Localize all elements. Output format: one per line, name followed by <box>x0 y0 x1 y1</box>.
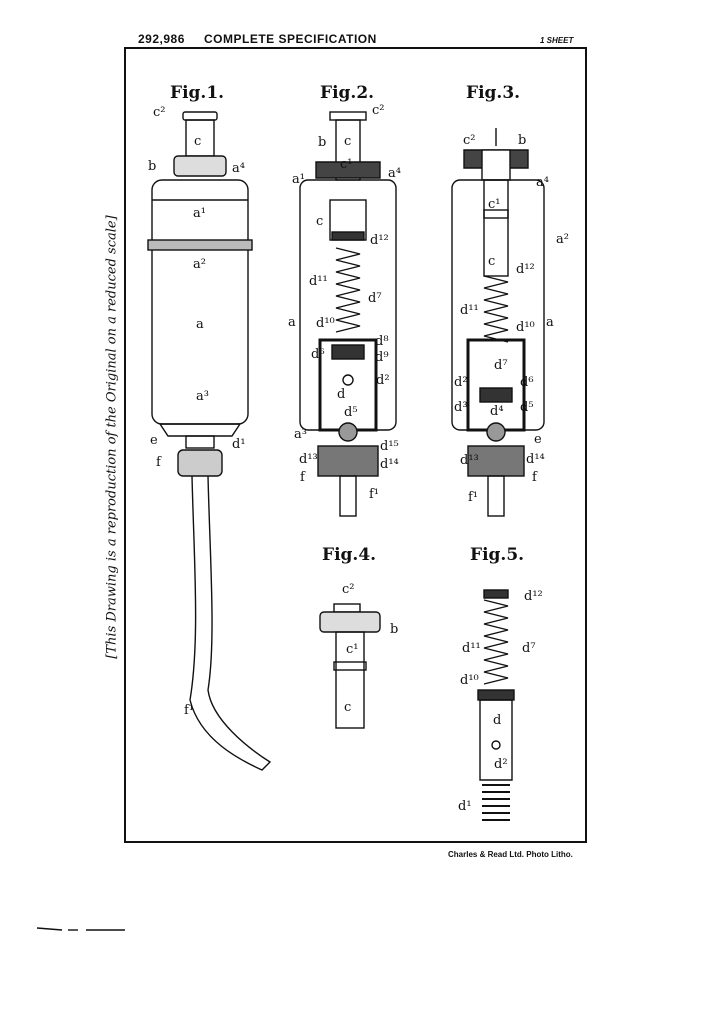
fig2-drawing <box>299 111 397 517</box>
reference-label: a¹ <box>292 172 305 187</box>
reference-label: c¹ <box>488 197 501 212</box>
figure-title: Fig.4. <box>322 545 376 565</box>
reference-label: c² <box>372 103 385 118</box>
reference-label: d² <box>454 375 468 390</box>
figure-title: Fig.1. <box>170 83 224 103</box>
printer-credit: Charles & Read Ltd. Photo Litho. <box>448 850 573 859</box>
reference-label: b <box>318 135 326 150</box>
reference-label: f¹ <box>184 703 194 718</box>
reference-label: f <box>532 470 538 485</box>
reference-label: c <box>316 214 323 229</box>
reference-label: a² <box>556 232 569 247</box>
reference-label: b <box>390 622 398 637</box>
reference-label: d¹² <box>524 589 543 604</box>
reference-label: d¹⁴ <box>526 452 545 467</box>
reference-label: d <box>337 387 345 402</box>
reference-label: d⁶ <box>520 375 534 390</box>
reference-label: c <box>344 700 351 715</box>
reference-label: d⁹ <box>375 350 389 365</box>
reference-label: d¹³ <box>299 452 318 467</box>
reference-label: d⁸ <box>375 334 389 349</box>
reference-label: d⁶ <box>311 347 325 362</box>
reference-label: d¹ <box>232 437 246 452</box>
reference-label: f¹ <box>468 490 478 505</box>
fig5-drawing <box>477 589 515 821</box>
reference-label: d¹¹ <box>309 274 328 289</box>
reference-label: d⁴ <box>490 404 504 419</box>
reference-label: a³ <box>196 389 209 404</box>
reference-label: d² <box>376 373 390 388</box>
reference-label: d¹⁰ <box>316 316 335 331</box>
reference-label: a³ <box>294 427 307 442</box>
reference-label: d⁵ <box>344 405 358 420</box>
fig1-drawing <box>147 111 272 771</box>
reference-label: c <box>488 254 495 269</box>
patent-number: 292,986 <box>138 32 185 46</box>
reference-label: d¹² <box>516 262 535 277</box>
reference-label: a <box>196 317 204 332</box>
reference-label: d¹⁰ <box>460 673 479 688</box>
figure-title: Fig.3. <box>466 83 520 103</box>
reference-label: f <box>300 470 306 485</box>
reference-label: c² <box>342 582 355 597</box>
reference-label: d¹ <box>458 799 472 814</box>
reference-label: d⁵ <box>520 400 534 415</box>
reference-label: f <box>156 455 162 470</box>
header-title: COMPLETE SPECIFICATION <box>204 32 377 46</box>
reference-label: e <box>150 433 158 448</box>
reference-label: d¹¹ <box>462 641 481 656</box>
reference-label: e <box>534 432 542 447</box>
reference-label: d¹² <box>370 233 389 248</box>
figure-title: Fig.2. <box>320 83 374 103</box>
reference-label: c <box>344 134 351 149</box>
reference-label: d⁷ <box>522 641 536 656</box>
reference-label: d⁷ <box>494 358 508 373</box>
reference-label: a⁴ <box>232 161 245 176</box>
reference-label: a <box>546 315 554 330</box>
reference-label: d³ <box>454 400 468 415</box>
reference-label: d¹⁴ <box>380 457 399 472</box>
reference-label: d⁷ <box>368 291 382 306</box>
reference-label: d <box>493 713 501 728</box>
reference-label: d¹⁵ <box>380 439 399 454</box>
reference-label: a <box>288 315 296 330</box>
fig4-drawing <box>319 603 381 729</box>
reference-label: a⁴ <box>536 175 549 190</box>
reference-label: a¹ <box>193 206 206 221</box>
fig3-drawing <box>451 128 545 517</box>
reference-label: c¹ <box>346 642 359 657</box>
reference-label: a⁴ <box>388 166 401 181</box>
reference-label: d¹¹ <box>460 303 479 318</box>
reference-label: b <box>148 159 156 174</box>
reference-label: c <box>194 134 201 149</box>
reference-label: b <box>518 133 526 148</box>
figure-title: Fig.5. <box>470 545 524 565</box>
sheet-count: 1 SHEET <box>540 36 574 45</box>
stray-mark <box>36 927 63 931</box>
reference-label: a² <box>193 257 206 272</box>
reference-label: c² <box>153 105 166 120</box>
reference-label: f¹ <box>369 487 379 502</box>
reference-label: d¹⁰ <box>516 320 535 335</box>
sheet-border <box>124 47 587 843</box>
reference-label: d¹³ <box>460 453 479 468</box>
reference-label: c¹ <box>340 157 353 172</box>
reference-label: c² <box>463 133 476 148</box>
reference-label: d² <box>494 757 508 772</box>
